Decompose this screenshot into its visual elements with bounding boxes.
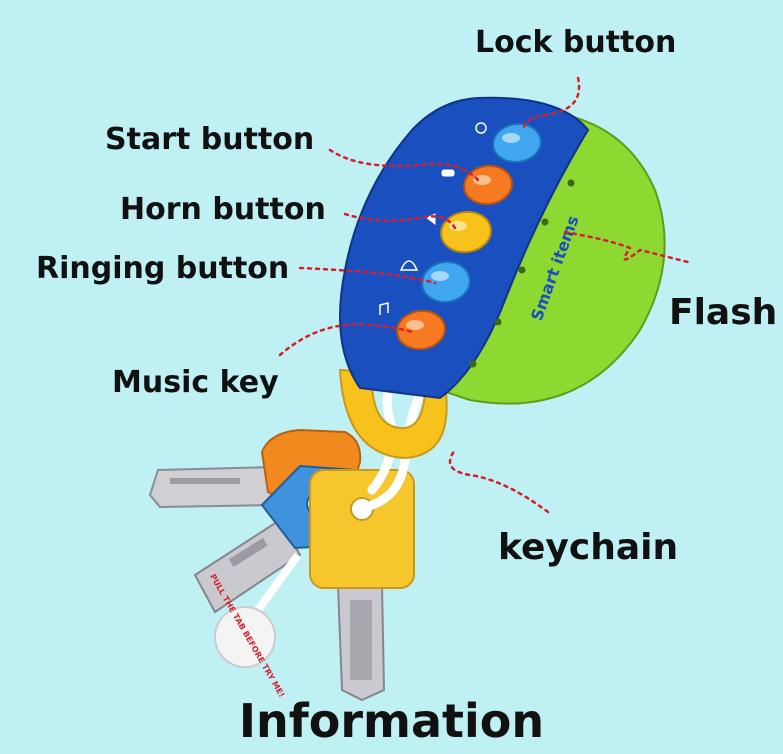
horn-button-label: Horn button [120, 192, 326, 227]
lock-pointer [522, 76, 581, 132]
silver-key-vertical [336, 584, 386, 702]
lock-button-label: Lock button [475, 25, 677, 60]
music-note-icon [379, 302, 389, 315]
ringing-button-label: Ringing button [36, 251, 290, 286]
music-button[interactable] [395, 308, 448, 352]
lock-icon [475, 122, 487, 134]
horn-button[interactable] [438, 209, 493, 256]
silver-key-left [148, 465, 280, 509]
silver-key-lower [193, 518, 302, 614]
music-pointer [278, 323, 414, 357]
horn-pointer [343, 212, 457, 230]
flash-pointer [563, 230, 690, 264]
keychain-pointer [448, 448, 550, 514]
start-button[interactable] [462, 163, 515, 207]
keychain-label: keychain [498, 527, 679, 568]
page-title: Information [238, 694, 545, 748]
pointer-lines [278, 76, 690, 514]
bell-icon [399, 260, 419, 271]
start-button-label: Start button [105, 122, 315, 157]
music-key-label: Music key [112, 365, 279, 400]
keys-group: PULL THE TAB BEFORE TRY ME! [148, 375, 428, 702]
ringing-pointer [298, 266, 437, 285]
remote-control: Smart items [338, 96, 666, 460]
lock-button[interactable] [491, 121, 544, 165]
flash-label: Flash [669, 292, 778, 333]
led-dots [469, 179, 575, 368]
keychain-loop [338, 368, 448, 460]
ringing-button[interactable] [419, 259, 472, 305]
start-pointer [328, 148, 480, 182]
car-icon [441, 169, 455, 177]
